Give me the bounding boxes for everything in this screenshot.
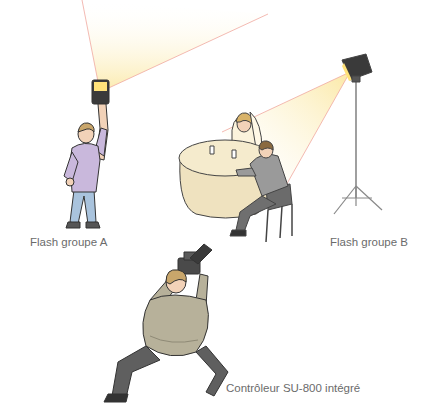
couple-at-table [179, 112, 292, 242]
photographer-figure [104, 244, 228, 402]
light-beam [82, 0, 268, 92]
figure-label: Contrôleur SU-800 intégré [226, 382, 360, 396]
figure-label: Flash groupe A [30, 236, 107, 250]
figure-label: Flash groupe B [330, 236, 408, 250]
assistant-figure [64, 80, 109, 228]
flash-on-stand [334, 54, 382, 214]
